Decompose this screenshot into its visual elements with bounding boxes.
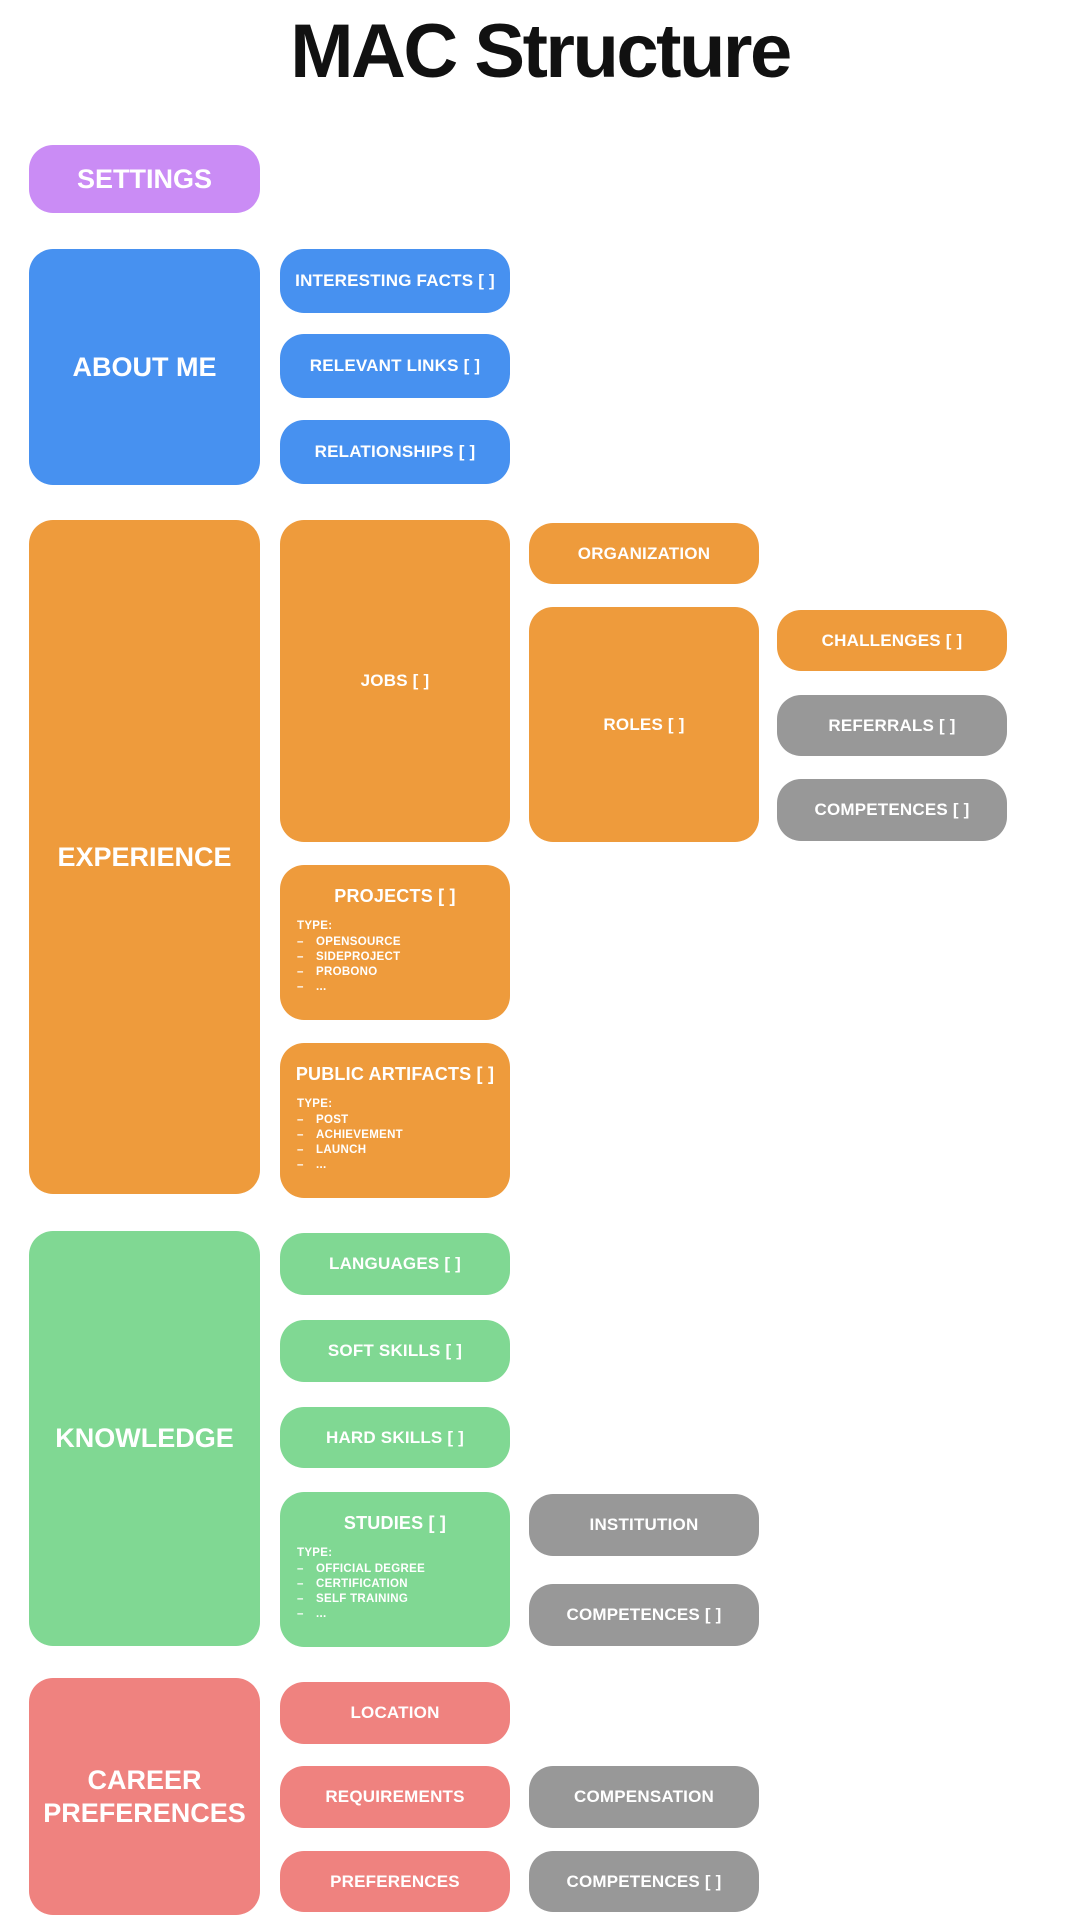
institution-box: INSTITUTION bbox=[529, 1494, 759, 1556]
list-item: ... bbox=[297, 981, 500, 995]
compensation-label: COMPENSATION bbox=[574, 1787, 714, 1806]
languages-box: LANGUAGES [ ] bbox=[280, 1233, 510, 1295]
career-preferences-label: CAREER PREFERENCES bbox=[43, 1765, 246, 1828]
organization-box: ORGANIZATION bbox=[529, 523, 759, 584]
languages-label: LANGUAGES [ ] bbox=[329, 1254, 461, 1273]
roles-competences-box: COMPETENCES [ ] bbox=[777, 779, 1007, 841]
relationships-box: RELATIONSHIPS [ ] bbox=[280, 420, 510, 484]
soft-skills-label: SOFT SKILLS [ ] bbox=[327, 1341, 463, 1360]
public-artifacts-type-list-title: TYPE: bbox=[297, 1098, 333, 1110]
list-item: OFFICIAL DEGREE bbox=[297, 1563, 500, 1577]
experience-label: EXPERIENCE bbox=[57, 841, 232, 872]
soft-skills-box: SOFT SKILLS [ ] bbox=[280, 1320, 510, 1382]
about-me-box: ABOUT ME bbox=[29, 249, 260, 485]
list-item: SELF TRAINING bbox=[297, 1593, 500, 1607]
list-item: POST bbox=[297, 1114, 500, 1128]
preferences-label: PREFERENCES bbox=[330, 1871, 460, 1891]
organization-label: ORGANIZATION bbox=[577, 543, 711, 563]
career-preferences-box: CAREER PREFERENCES bbox=[29, 1678, 260, 1915]
relevant-links-label: RELEVANT LINKS [ ] bbox=[309, 356, 481, 375]
location-label: LOCATION bbox=[350, 1703, 440, 1722]
roles-competences-label: COMPETENCES [ ] bbox=[814, 800, 970, 819]
interesting-facts-label: INTERESTING FACTS [ ] bbox=[295, 271, 495, 290]
jobs-box: JOBS [ ] bbox=[280, 520, 510, 842]
interesting-facts-box: INTERESTING FACTS [ ] bbox=[280, 249, 510, 313]
list-item: ... bbox=[297, 1159, 500, 1173]
preferences-box: PREFERENCES bbox=[280, 1851, 510, 1912]
knowledge-box: KNOWLEDGE bbox=[29, 1231, 260, 1646]
studies-competences-label: COMPETENCES [ ] bbox=[566, 1605, 722, 1624]
jobs-label: JOBS [ ] bbox=[360, 671, 430, 690]
requirements-label: REQUIREMENTS bbox=[325, 1787, 465, 1806]
studies-type-list: OFFICIAL DEGREE CERTIFICATION SELF TRAIN… bbox=[297, 1563, 500, 1622]
relevant-links-box: RELEVANT LINKS [ ] bbox=[280, 334, 510, 398]
list-item: LAUNCH bbox=[297, 1144, 500, 1158]
page-title: MAC Structure bbox=[290, 8, 792, 94]
projects-box: PROJECTS [ ] TYPE: OPENSOURCE SIDEPROJEC… bbox=[280, 865, 510, 1020]
list-item: SIDEPROJECT bbox=[297, 951, 500, 965]
projects-type-list: OPENSOURCE SIDEPROJECT PROBONO ... bbox=[297, 936, 500, 995]
challenges-box: CHALLENGES [ ] bbox=[777, 610, 1007, 671]
institution-label: INSTITUTION bbox=[589, 1515, 699, 1534]
compensation-box: COMPENSATION bbox=[529, 1766, 759, 1828]
hard-skills-label: HARD SKILLS [ ] bbox=[325, 1427, 465, 1447]
list-item: ... bbox=[297, 1608, 500, 1622]
list-item: OPENSOURCE bbox=[297, 936, 500, 950]
public-artifacts-box: PUBLIC ARTIFACTS [ ] TYPE: POST ACHIEVEM… bbox=[280, 1043, 510, 1198]
challenges-label: CHALLENGES [ ] bbox=[821, 630, 963, 650]
list-item: CERTIFICATION bbox=[297, 1578, 500, 1592]
studies-competences-box: COMPETENCES [ ] bbox=[529, 1584, 759, 1646]
about-me-label: ABOUT ME bbox=[72, 351, 217, 382]
list-item: ACHIEVEMENT bbox=[297, 1129, 500, 1143]
career-competences-box: COMPETENCES [ ] bbox=[529, 1851, 759, 1912]
studies-type-list-title: TYPE: bbox=[297, 1547, 333, 1559]
roles-label: ROLES [ ] bbox=[603, 714, 685, 734]
list-item: PROBONO bbox=[297, 966, 500, 980]
location-box: LOCATION bbox=[280, 1682, 510, 1744]
relationships-label: RELATIONSHIPS [ ] bbox=[314, 442, 476, 461]
public-artifacts-label: PUBLIC ARTIFACTS [ ] bbox=[295, 1064, 495, 1084]
experience-box: EXPERIENCE bbox=[29, 520, 260, 1194]
projects-label: PROJECTS [ ] bbox=[334, 886, 456, 906]
requirements-box: REQUIREMENTS bbox=[280, 1766, 510, 1828]
hard-skills-box: HARD SKILLS [ ] bbox=[280, 1407, 510, 1468]
roles-box: ROLES [ ] bbox=[529, 607, 759, 842]
career-competences-label: COMPETENCES [ ] bbox=[566, 1871, 722, 1891]
knowledge-label: KNOWLEDGE bbox=[55, 1423, 234, 1454]
projects-type-list-title: TYPE: bbox=[297, 920, 333, 932]
public-artifacts-type-list: POST ACHIEVEMENT LAUNCH ... bbox=[297, 1114, 500, 1173]
referrals-label: REFERRALS [ ] bbox=[828, 715, 956, 735]
settings-label: SETTINGS bbox=[76, 163, 212, 194]
settings-box: SETTINGS bbox=[29, 145, 260, 213]
referrals-box: REFERRALS [ ] bbox=[777, 695, 1007, 756]
studies-box: STUDIES [ ] TYPE: OFFICIAL DEGREE CERTIF… bbox=[280, 1492, 510, 1647]
studies-label: STUDIES [ ] bbox=[343, 1513, 447, 1533]
